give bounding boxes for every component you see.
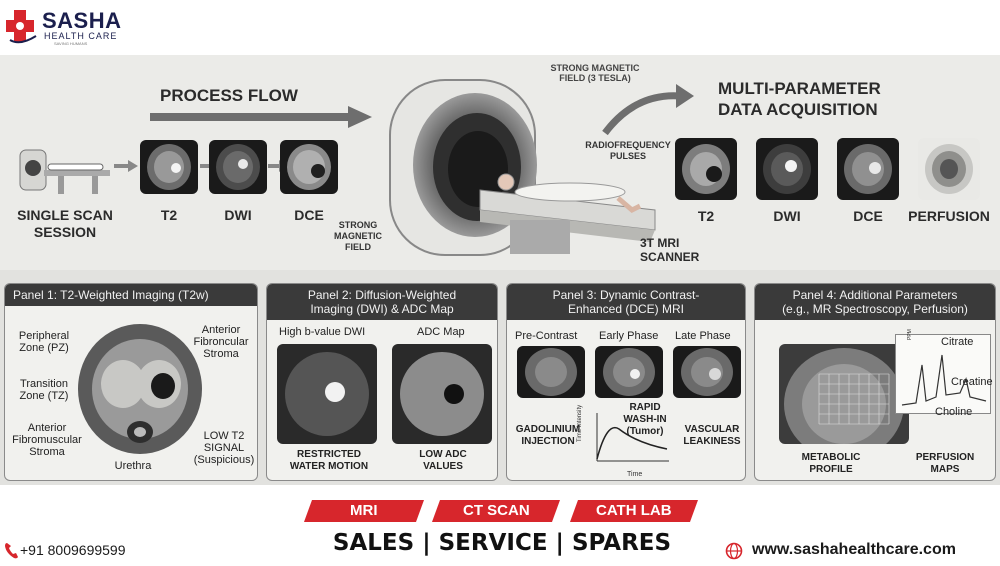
tag-cath-lab[interactable]: CATH LAB [569, 500, 699, 522]
website-link[interactable]: www.sashahealthcare.com [752, 541, 956, 558]
arrow-right-icon [114, 160, 138, 172]
mri-scanner-illustration [389, 79, 656, 256]
panel-additional: Panel 4: Additional Parameters (e.g., MR… [754, 283, 996, 481]
adc-map-image [392, 344, 492, 444]
perfusion-maps-label: PERFUSION MAPS [915, 452, 975, 475]
dce-thumbnail [280, 140, 338, 194]
dwi-right-label: ADC Map [417, 326, 465, 338]
brand-logo[interactable]: SASHA HEALTH CARE SAVING HUMANS [6, 4, 136, 48]
label-anterior-stroma: Anterior Fibromuscular Stroma [12, 422, 82, 458]
step-dwi: DWI [224, 207, 252, 223]
spectrum-chart [895, 334, 991, 414]
dwi-left-label: High b-value DWI [279, 326, 366, 338]
gadolinium-label: GADOLINIUM INJECTION [515, 424, 581, 447]
phase-early-label: Early Phase [599, 330, 659, 342]
acq-t2-thumbnail [675, 138, 737, 200]
prostate-illustration [78, 324, 202, 454]
acq-dwi-label: DWI [773, 208, 801, 224]
process-flow-title: PROCESS FLOW [160, 86, 298, 105]
tag-cath-lab-label: CATH LAB [596, 502, 672, 519]
tag-mri[interactable]: MRI [303, 500, 425, 522]
label-anterior-fibroncular: Anterior Fibroncular Stroma [193, 324, 249, 360]
panel-dce-title: Panel 3: Dynamic Contrast- Enhanced (DCE… [507, 284, 745, 320]
phone-number[interactable]: +91 8009699599 [20, 542, 126, 558]
step-dce: DCE [294, 207, 324, 223]
creatine-label: Creatine [951, 376, 993, 388]
label-peripheral-zone: Peripheral Zone (PZ) [18, 330, 70, 354]
pre-contrast-image [517, 346, 585, 398]
acq-dwi-thumbnail [756, 138, 818, 200]
high-b-dwi-image [277, 344, 377, 444]
rf-pulses-label: RADIOFREQUENCY PULSES [585, 140, 671, 161]
tag-ct-scan[interactable]: CT SCAN [431, 500, 561, 522]
citrate-label: Citrate [941, 336, 974, 348]
label-low-t2-signal: LOW T2 SIGNAL (Suspicious) [193, 430, 255, 466]
metabolic-profile-label: METABOLIC PROFILE [801, 452, 861, 475]
acquisition-title: MULTI-PARAMETER DATA ACQUISITION [718, 79, 881, 119]
brand-subtitle: HEALTH CARE [44, 31, 118, 41]
medical-cross-icon [6, 10, 37, 44]
panel-dwi-title: Panel 2: Diffusion-Weighted Imaging (DWI… [267, 284, 497, 320]
tag-mri-label: MRI [350, 502, 378, 519]
t2-thumbnail [140, 140, 198, 194]
phase-pre-label: Pre-Contrast [515, 330, 578, 342]
acq-t2-label: T2 [697, 208, 715, 224]
panel-t2w-title: Panel 1: T2-Weighted Imaging (T2w) [5, 284, 257, 306]
scanner-mini-icon [19, 149, 110, 194]
spectroscopy-brain-image [779, 344, 909, 444]
phone-icon [5, 543, 18, 559]
panel-dce: Panel 3: Dynamic Contrast- Enhanced (DCE… [506, 283, 746, 481]
label-urethra: Urethra [114, 460, 152, 472]
curved-arrow-icon [602, 84, 694, 136]
acq-perfusion-label: PERFUSION [908, 208, 990, 224]
curve-x-axis-label: Time [627, 471, 643, 478]
step-single-scan: SINGLE SCAN SESSION [17, 207, 113, 240]
sales-service-spares: SALES | SERVICE | SPARES [332, 530, 672, 556]
washin-label: RAPID WASH-IN (Tumor) [623, 402, 667, 437]
restricted-motion-caption: RESTRICTED WATER MOTION [289, 449, 369, 472]
mri-scanner-label: 3T MRI SCANNER [640, 236, 700, 264]
brand-name: SASHA [42, 8, 122, 33]
acq-perfusion-thumbnail [918, 138, 980, 200]
field-top-label: STRONG MAGNETIC FIELD (3 TESLA) [550, 63, 640, 83]
panel-additional-title: Panel 4: Additional Parameters (e.g., MR… [755, 284, 995, 320]
phase-late-label: Late Phase [675, 330, 731, 342]
acq-dce-label: DCE [853, 208, 883, 224]
late-phase-image [673, 346, 741, 398]
panel-t2w: Panel 1: T2-Weighted Imaging (T2w) Perip… [4, 283, 258, 481]
label-transition-zone: Transition Zone (TZ) [19, 378, 69, 402]
acq-dce-thumbnail [837, 138, 899, 200]
curve-y-axis-label: Time Intensity [577, 404, 583, 442]
spectrum-axis-label: PPM [907, 329, 913, 340]
low-adc-caption: LOW ADC VALUES [419, 449, 467, 472]
step-t2: T2 [160, 207, 178, 223]
globe-icon [725, 542, 743, 560]
field-side-label: STRONG MAGNETIC FIELD [334, 220, 382, 252]
brand-tagline: SAVING HUMANS [54, 41, 88, 46]
enhancement-curve [596, 413, 669, 462]
leakiness-label: VASCULAR LEAKINESS [683, 424, 741, 447]
process-flow-arrow-icon [150, 106, 372, 128]
tag-ct-scan-label: CT SCAN [462, 502, 530, 519]
dwi-thumbnail [209, 140, 267, 194]
choline-label: Choline [935, 406, 973, 418]
panel-dwi: Panel 2: Diffusion-Weighted Imaging (DWI… [266, 283, 498, 481]
early-phase-image [595, 346, 663, 398]
